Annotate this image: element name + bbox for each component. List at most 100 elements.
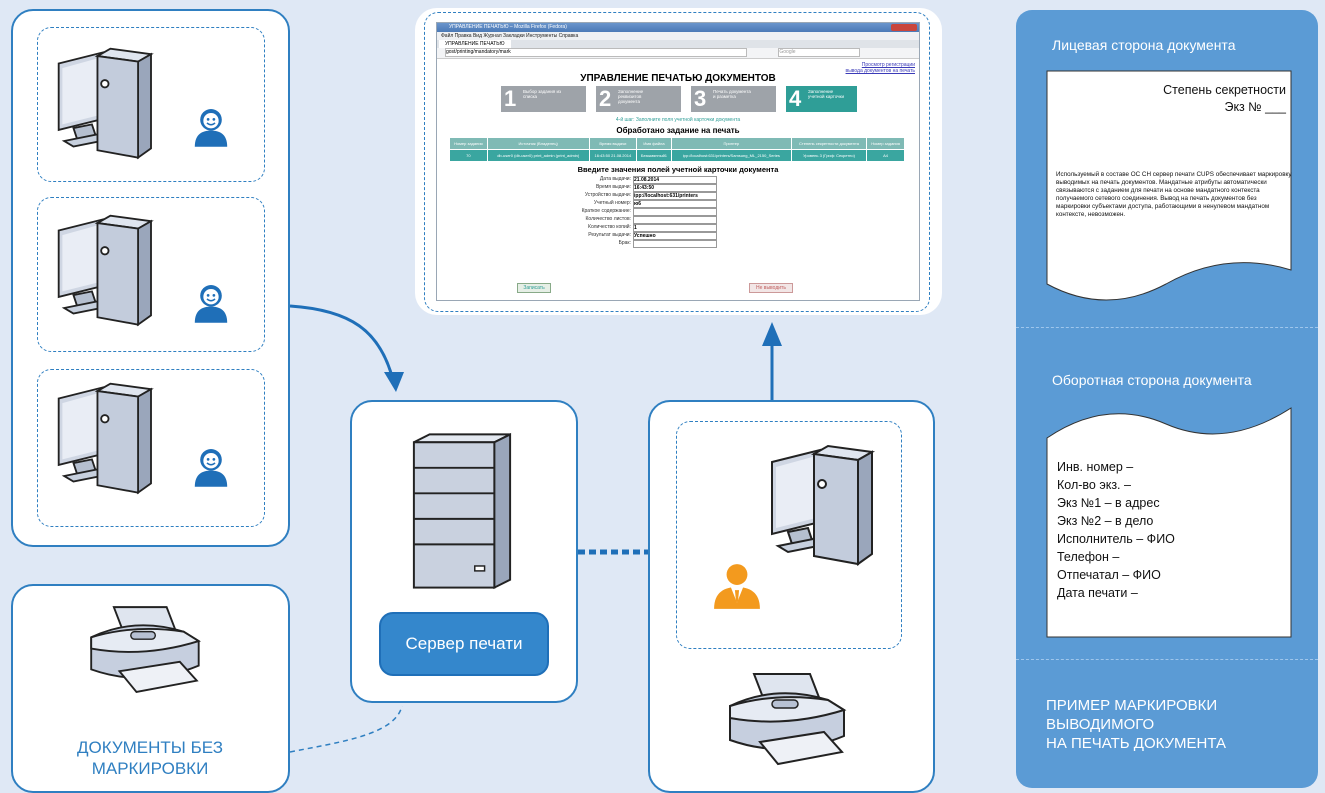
caption-line: НА ПЕЧАТЬ ДОКУМЕНТА [1046, 735, 1227, 752]
wizard-step-1: 1 Выбор задания из списка [501, 86, 586, 112]
form-label: Краткое содержание: [581, 208, 631, 214]
print-server-label: Сервер печати [405, 634, 523, 653]
screenshot-frame [424, 12, 930, 312]
example-caption: ПРИМЕР МАРКИРОВКИ ВЫВОДИМОГО НА ПЕЧАТЬ Д… [1046, 696, 1226, 753]
section-divider [1016, 659, 1318, 660]
form-label: Дата выдачи: [599, 176, 631, 182]
form-row: Количество листов: [557, 216, 797, 224]
form-label: Количество копий: [588, 224, 631, 230]
url-bar: gost/printing/mandatory/mark Google [437, 48, 919, 59]
window-title: УПРАВЛЕНИЕ ПЕЧАТЬЮ – Mozilla Firefox (Fe… [449, 24, 567, 30]
form-label: Время выдачи: [595, 184, 631, 190]
form-input[interactable]: 21.08.2014 [633, 176, 717, 184]
window-controls[interactable] [891, 24, 917, 31]
table-header-cell: Номер задания [450, 138, 487, 149]
wizard-steps: 1 Выбор задания из списка 2 Заполнение р… [501, 86, 857, 112]
step-text: Печать документа и разметка [713, 89, 751, 99]
form-row: Количество копий: 1 [557, 224, 797, 232]
step-number: 2 [599, 86, 612, 111]
back-side-title: Оборотная сторона документа [1052, 372, 1252, 388]
unmarked-caption-line2: МАРКИРОВКИ [91, 759, 209, 778]
save-button[interactable]: Записать [517, 283, 551, 293]
doc-line: Экз №2 – в дело [1057, 514, 1154, 528]
arrowhead-to-server [384, 372, 404, 392]
form-input[interactable]: ipp://localhost:631/printers [633, 192, 717, 200]
form-input[interactable]: ю6 [633, 200, 717, 208]
doc-line: Исполнитель – ФИО [1057, 532, 1175, 546]
doc-line: Дата печати – [1057, 586, 1138, 600]
url-field[interactable]: gost/printing/mandatory/mark [445, 48, 747, 58]
front-document-body: Используемый в составе ОС СН сервер печа… [1056, 171, 1292, 218]
card-form: Дата выдачи: 21.08.2014 Время выдачи: 16… [557, 176, 797, 248]
server-icon [408, 432, 516, 590]
table-header-cell: Степень секретности документа [791, 138, 867, 149]
admin-workstation-frame [676, 421, 902, 649]
client-workstation-1 [37, 27, 265, 182]
form-row: Краткое содержание: [557, 208, 797, 216]
wizard-step-2: 2 Заполнение реквизитов документа [596, 86, 681, 112]
form-row: Учетный номер: ю6 [557, 200, 797, 208]
step-text: Заполнение учетной карточки [808, 89, 844, 99]
link-registration[interactable]: Просмотр регистрации [861, 62, 915, 68]
form-heading: Введите значения полей учетной карточки … [577, 165, 779, 174]
admin-user-icon [712, 563, 762, 609]
page-heading: УПРАВЛЕНИЕ ПЕЧАТЬЮ ДОКУМЕНТОВ [580, 73, 776, 84]
marking-example-panel: Лицевая сторона документа Степень секрет… [1016, 10, 1318, 788]
print-management-window: УПРАВЛЕНИЕ ПЕЧАТЬЮ – Mozilla Firefox (Fe… [436, 22, 920, 301]
form-row: Брак: [557, 240, 797, 248]
search-field[interactable]: Google [778, 48, 861, 58]
arrow-clients-to-server [289, 304, 395, 381]
form-input[interactable]: 1 [633, 224, 717, 232]
table-cell: Уровень 3 (Гриф: Секретно) [791, 150, 867, 161]
form-input[interactable]: 16:43:50 [633, 184, 717, 192]
skip-button[interactable]: Не выводить [749, 283, 793, 293]
table-cell: 70 [450, 150, 487, 161]
client-workstation-3 [37, 369, 265, 527]
step-text: Заполнение реквизитов документа [618, 89, 644, 104]
dashed-printer-link [289, 705, 403, 753]
back-document-lines: Инв. номер – Кол-во экз. – Экз №1 – в ад… [1057, 458, 1277, 602]
table-cell: ipp://localhost:631/printers/Samsung_ML_… [671, 150, 791, 161]
table-row[interactable]: 70 db-user0 (db-user0) print_admin (prin… [450, 150, 904, 161]
step-number: 1 [504, 86, 517, 111]
table-cell: A4 [867, 150, 904, 161]
doc-line: Кол-во экз. – [1057, 478, 1131, 492]
browser-tab[interactable]: УПРАВЛЕНИЕ ПЕЧАТЬЮ [439, 40, 511, 48]
job-table: Номер задания Источник (Владелец) Время … [449, 137, 905, 162]
front-side-title: Лицевая сторона документа [1052, 37, 1236, 53]
form-row: Устройство выдачи: ipp://localhost:631/p… [557, 192, 797, 200]
doc-line: Экз №1 – в адрес [1057, 496, 1160, 510]
step-number: 3 [694, 86, 707, 111]
page-content: Просмотр регистрации вывода документов н… [437, 59, 919, 295]
table-cell: 16:43:50 21.08.2014 [589, 150, 637, 161]
print-server-button[interactable] [379, 612, 549, 676]
doc-line: Отпечатал – ФИО [1057, 568, 1161, 582]
link-output[interactable]: вывода документов на печать [845, 68, 915, 74]
client-workstation-2 [37, 197, 265, 352]
caption-line: ВЫВОДИМОГО [1046, 716, 1155, 733]
printer-icon [716, 670, 856, 770]
job-table-header: Номер задания Источник (Владелец) Время … [450, 138, 904, 149]
menu-bar[interactable]: Файл Правка Вид Журнал Закладки Инструме… [437, 32, 919, 40]
wizard-step-4: 4 Заполнение учетной карточки [786, 86, 857, 112]
form-input[interactable] [633, 240, 717, 248]
front-document-sheet [1046, 70, 1292, 301]
form-label: Количество листов: [585, 216, 631, 222]
form-label: Устройство выдачи: [584, 192, 631, 198]
form-label: Учетный номер: [593, 200, 631, 206]
step-number: 4 [789, 86, 802, 111]
step-text: Выбор задания из списка [523, 89, 562, 99]
doc-line: Инв. номер – [1057, 460, 1134, 474]
tab-bar: УПРАВЛЕНИЕ ПЕЧАТЬЮ [437, 40, 919, 48]
secrecy-level-text: Степень секретности [1163, 83, 1286, 97]
section-divider [1016, 327, 1318, 328]
step-hint: 4-й шаг: Заполните поля учетной карточки… [615, 117, 741, 123]
caption-line: ПРИМЕР МАРКИРОВКИ [1046, 697, 1218, 714]
copy-number-text: Экз № ___ [1224, 100, 1286, 114]
form-input[interactable] [633, 208, 717, 216]
job-heading: Обработано задание на печать [616, 126, 740, 135]
form-input[interactable] [633, 216, 717, 224]
form-input[interactable]: Успешно [633, 232, 717, 240]
computer-icon [768, 442, 898, 572]
